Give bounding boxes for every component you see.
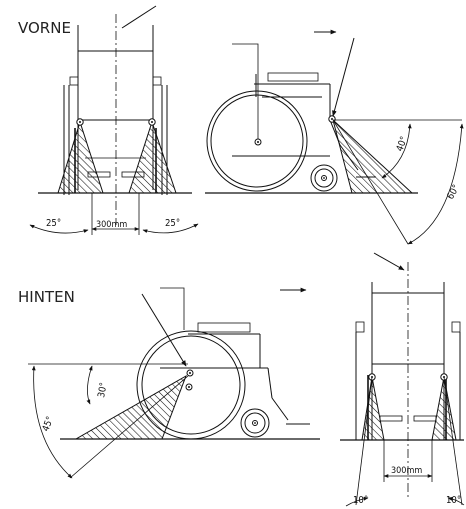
tip-zone-side-front: [332, 118, 414, 194]
front-left-angle: 25°: [46, 218, 61, 229]
front-label: VORNE: [18, 19, 71, 37]
force-arrow-front: [121, 5, 157, 29]
tip-zone-front-left: [57, 120, 104, 194]
side-rear-angle-small: 30°: [96, 382, 109, 399]
front-right-angle: 25°: [165, 218, 180, 229]
side-front-angle-small: 40°: [394, 135, 410, 153]
rear-label: HINTEN: [18, 288, 75, 306]
tip-zone-rear-right: [431, 376, 457, 441]
rear-right-angle: 10°: [446, 495, 461, 506]
tip-zone-front-right: [128, 120, 177, 194]
front-width-label: 300mm: [96, 220, 127, 230]
side-view-front: 40° 60°: [205, 29, 464, 245]
rear-left-angle: 10°: [353, 495, 368, 506]
side-view-rear: 30° 45°: [28, 287, 320, 479]
rear-view: 300mm 10° 10°: [340, 252, 465, 507]
side-front-angle-large: 60°: [445, 183, 462, 202]
side-rear-angle-large: 45°: [40, 415, 56, 433]
rear-width-label: 300mm: [391, 466, 422, 476]
front-view: 300mm 25° 25°: [29, 5, 199, 235]
